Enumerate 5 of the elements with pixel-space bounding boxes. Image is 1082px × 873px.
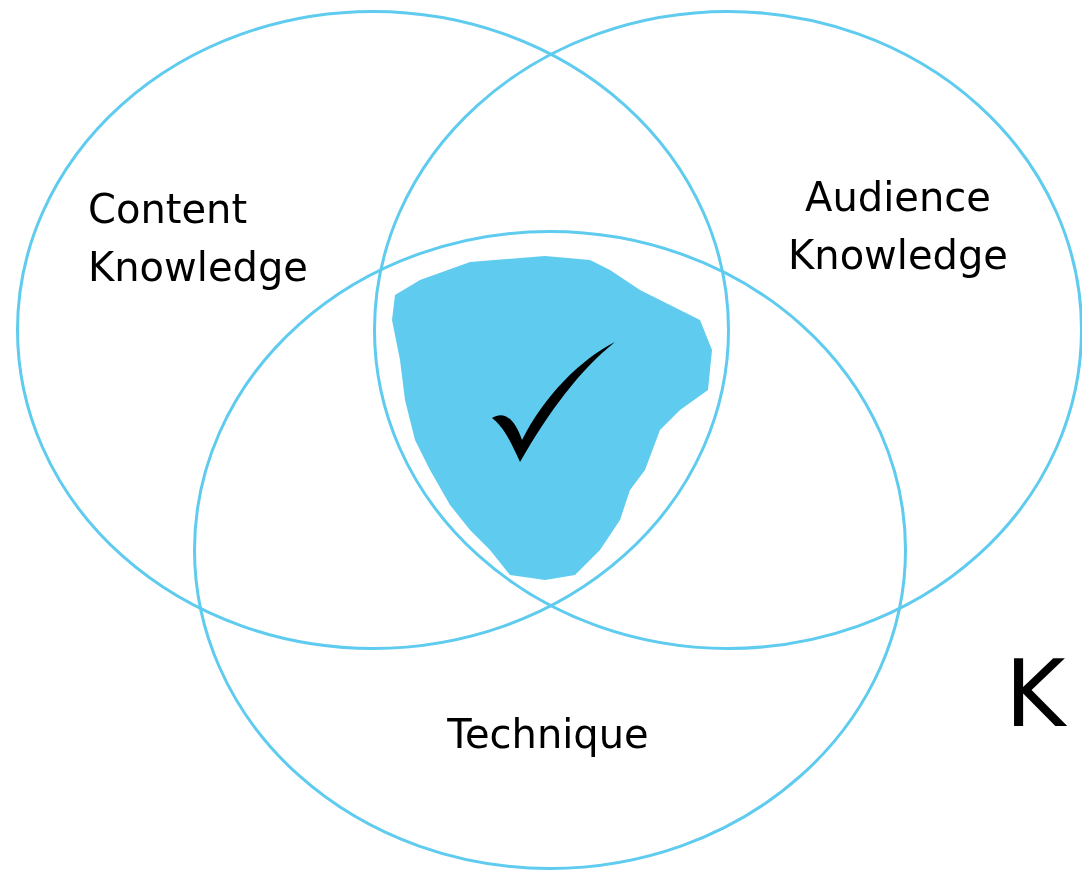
circle-label: Content Knowledge (88, 185, 309, 292)
cut-off-text: K (1005, 645, 1066, 745)
circle (16, 10, 730, 650)
circle-label: Audience Knowledge (787, 173, 1009, 280)
circle-label: Technique (446, 710, 650, 759)
